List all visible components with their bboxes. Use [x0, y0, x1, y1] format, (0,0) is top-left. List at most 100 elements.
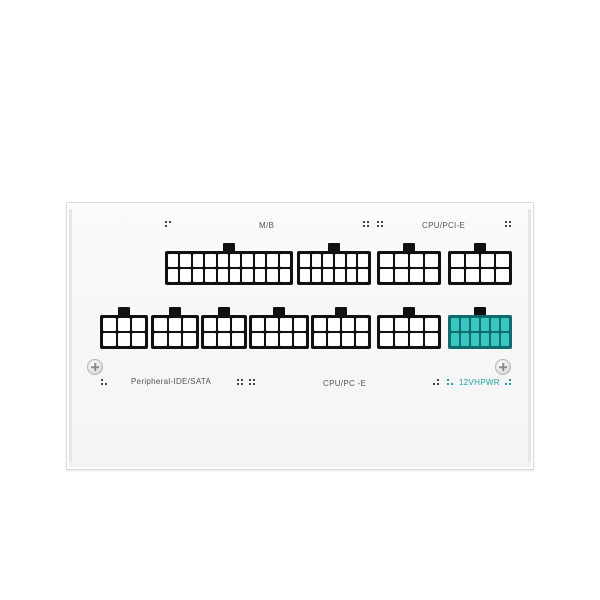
connector-pin	[192, 269, 204, 282]
connector-pin	[242, 254, 253, 267]
connector-pin	[103, 333, 116, 346]
connector-pin	[300, 269, 310, 282]
connector-pin	[103, 318, 116, 331]
psu-modular-panel: M/B CPU/PCI-E	[66, 202, 534, 470]
connector-pin	[154, 318, 167, 331]
connector-pin	[481, 333, 489, 346]
connector-pin	[266, 333, 278, 346]
connector-pin	[328, 333, 340, 346]
connector-pin	[451, 269, 464, 282]
connector-cpu-pcie-1[interactable]	[377, 243, 441, 285]
connector-pin	[335, 269, 345, 282]
connector-pin	[168, 269, 179, 282]
pin-mark-icon	[237, 379, 244, 386]
connector-pin	[205, 254, 216, 267]
pin-mark-icon	[433, 379, 440, 386]
connector-cpu-pce-3[interactable]	[377, 307, 441, 349]
connector-pin	[342, 318, 354, 331]
connector-pin	[266, 318, 278, 331]
connector-pin	[451, 333, 459, 346]
connector-cpu-pce-1[interactable]	[249, 307, 309, 349]
connector-pin	[217, 254, 228, 267]
connector-pin	[451, 254, 464, 267]
label-12vhpwr: 12VHPWR	[459, 378, 500, 387]
connector-pin	[335, 254, 345, 267]
connector-pin	[192, 254, 204, 267]
connector-pin	[294, 333, 306, 346]
connector-cpu-pcie-2[interactable]	[448, 243, 512, 285]
panel-edge-right	[528, 209, 531, 463]
connector-pin	[496, 269, 509, 282]
connector-pin	[466, 254, 479, 267]
connector-pin	[205, 269, 216, 282]
connector-pin	[501, 318, 509, 331]
pin-mark-icon	[363, 221, 370, 228]
connector-pin	[311, 269, 322, 282]
connector-pin	[451, 318, 459, 331]
connector-pin	[204, 318, 216, 331]
connector-peripheral-2[interactable]	[151, 307, 199, 349]
pin-mark-icon	[505, 379, 512, 386]
connector-pin	[380, 318, 393, 331]
connector-peripheral-3[interactable]	[201, 307, 247, 349]
connector-peripheral-1[interactable]	[100, 307, 148, 349]
connector-pin	[410, 269, 423, 282]
label-mb: M/B	[259, 221, 275, 230]
pin-mark-icon	[165, 221, 172, 228]
connector-pin	[481, 318, 489, 331]
connector-pin	[204, 333, 216, 346]
pin-mark-icon	[377, 221, 384, 228]
connector-pin	[252, 333, 264, 346]
connector-pin	[466, 269, 479, 282]
connector-pin	[342, 333, 354, 346]
connector-pin	[168, 318, 182, 331]
connector-pin	[267, 269, 278, 282]
connector-pin	[425, 254, 438, 267]
label-peripheral: Peripheral-IDE/SATA	[131, 377, 212, 386]
connector-pin	[280, 318, 292, 331]
connector-pin	[501, 333, 509, 346]
connector-mb-aux[interactable]	[297, 243, 371, 285]
connector-pin	[314, 318, 326, 331]
connector-pin	[132, 318, 145, 331]
connector-cpu-pce-2[interactable]	[311, 307, 371, 349]
connector-pin	[229, 269, 241, 282]
connector-pin	[346, 254, 357, 267]
connector-pin	[491, 318, 499, 331]
panel-edge-left	[69, 209, 72, 463]
connector-pin	[356, 333, 368, 346]
connector-pin	[183, 333, 196, 346]
connector-pin	[180, 254, 191, 267]
connector-pin	[168, 254, 179, 267]
screw-icon	[87, 359, 103, 375]
connector-12vhpwr[interactable]	[448, 307, 512, 349]
connector-pin	[279, 254, 290, 267]
connector-pin	[311, 254, 322, 267]
connector-pin	[117, 318, 131, 331]
connector-pin	[425, 318, 438, 331]
connector-pin	[425, 333, 438, 346]
connector-pin	[180, 269, 191, 282]
connector-mb-main[interactable]	[165, 243, 293, 285]
connector-pin	[232, 318, 244, 331]
connector-pin	[132, 333, 145, 346]
connector-pin	[217, 269, 228, 282]
connector-pin	[218, 318, 230, 331]
connector-pin	[242, 269, 253, 282]
label-cpu-pcie: CPU/PCI-E	[422, 221, 466, 230]
connector-pin	[183, 318, 196, 331]
connector-pin	[395, 254, 408, 267]
connector-pin	[491, 333, 499, 346]
connector-pin	[232, 333, 244, 346]
connector-pin	[461, 318, 469, 331]
connector-pin	[280, 333, 292, 346]
connector-pin	[154, 333, 167, 346]
label-cpu-pce: CPU/PC -E	[323, 379, 367, 388]
connector-pin	[410, 254, 423, 267]
connector-pin	[117, 333, 131, 346]
connector-pin	[481, 269, 494, 282]
connector-pin	[346, 269, 357, 282]
connector-pin	[496, 254, 509, 267]
connector-pin	[218, 333, 230, 346]
connector-pin	[395, 269, 408, 282]
